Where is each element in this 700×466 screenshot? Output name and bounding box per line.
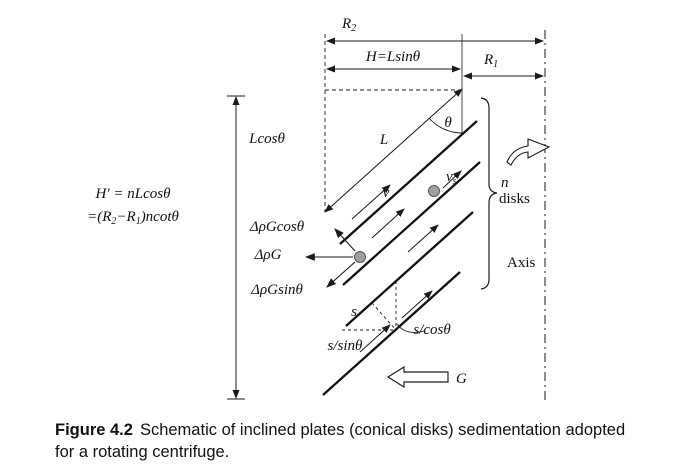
figure-caption-label: Figure 4.2 <box>55 421 133 439</box>
force-vectors <box>304 228 356 288</box>
g-field-arrow <box>386 365 449 389</box>
flow-arrow <box>407 224 439 253</box>
dimension-lines <box>227 37 544 400</box>
force-arrow-drho-g-cos <box>334 228 356 252</box>
label-s-cos: s/cosθ <box>413 322 451 338</box>
settling-velocity-arrow <box>442 170 462 189</box>
flow-arrow <box>359 324 391 353</box>
label-h-prime-part: =(R <box>87 209 111 225</box>
label-r2: R2 <box>341 16 356 34</box>
label-vs: vs <box>446 169 457 187</box>
disk-plate-line <box>345 211 474 327</box>
label-n: n <box>501 175 509 191</box>
label-force-sin: ΔρGsinθ <box>250 282 303 298</box>
label-h-prime-sub: 1 <box>136 216 141 227</box>
disk-plate-line <box>342 161 481 286</box>
label-theta: θ <box>444 115 452 131</box>
label-h-prime-part: −R <box>116 209 135 225</box>
label-h-equation: H=Lsinθ <box>365 49 421 65</box>
label-s: s <box>351 304 357 320</box>
rotation-arrow <box>506 138 551 166</box>
disk-plates <box>322 120 481 396</box>
s-gap-dashed-line <box>371 302 397 331</box>
l-dimension-line <box>324 88 463 213</box>
flow-arrow <box>401 290 433 319</box>
label-l-cos: Lcosθ <box>248 131 285 147</box>
label-r1: R1 <box>483 52 498 70</box>
s-construction <box>342 281 425 333</box>
label-h-prime-line2: =(R2−R1)ncotθ <box>87 209 179 227</box>
label-h-prime-part: )ncotθ <box>140 209 180 225</box>
label-r2-base: R <box>341 16 351 32</box>
diagram-labels: R2 H=Lsinθ R1 Lcosθ L θ v vs n disks Axi… <box>87 16 535 387</box>
theta-angle-arc <box>428 117 463 134</box>
label-l: L <box>379 132 388 148</box>
label-g: G <box>456 371 467 387</box>
disk-plate-line <box>322 271 461 396</box>
label-vs-sub: s <box>453 176 457 187</box>
label-axis: Axis <box>507 255 536 271</box>
label-s-sin: s/sinθ <box>328 338 364 354</box>
figure-caption-text: Schematic of inclined plates (conical di… <box>55 421 626 461</box>
label-r1-base: R <box>483 52 493 68</box>
label-force-cos: ΔρGcosθ <box>249 219 305 235</box>
flow-arrow <box>351 184 391 220</box>
label-h-prime-line1: H′ = nLcosθ <box>95 186 172 202</box>
flow-arrow <box>371 208 405 239</box>
label-r1-sub: 1 <box>493 59 498 70</box>
label-r2-sub: 2 <box>351 23 356 34</box>
label-disks: disks <box>499 191 530 207</box>
n-disks-brace <box>480 97 498 290</box>
settling-particle <box>428 185 440 197</box>
label-force: ΔρG <box>254 247 282 263</box>
label-h-prime-sub: 2 <box>111 216 116 227</box>
force-arrow-drho-g-sin <box>326 261 356 288</box>
label-v: v <box>383 185 390 201</box>
force-particle <box>354 251 366 263</box>
flow-arrows <box>351 170 462 353</box>
label-vs-base: v <box>446 169 453 185</box>
disk-plate-line <box>339 120 478 245</box>
s-cos-leader-line <box>396 323 425 333</box>
